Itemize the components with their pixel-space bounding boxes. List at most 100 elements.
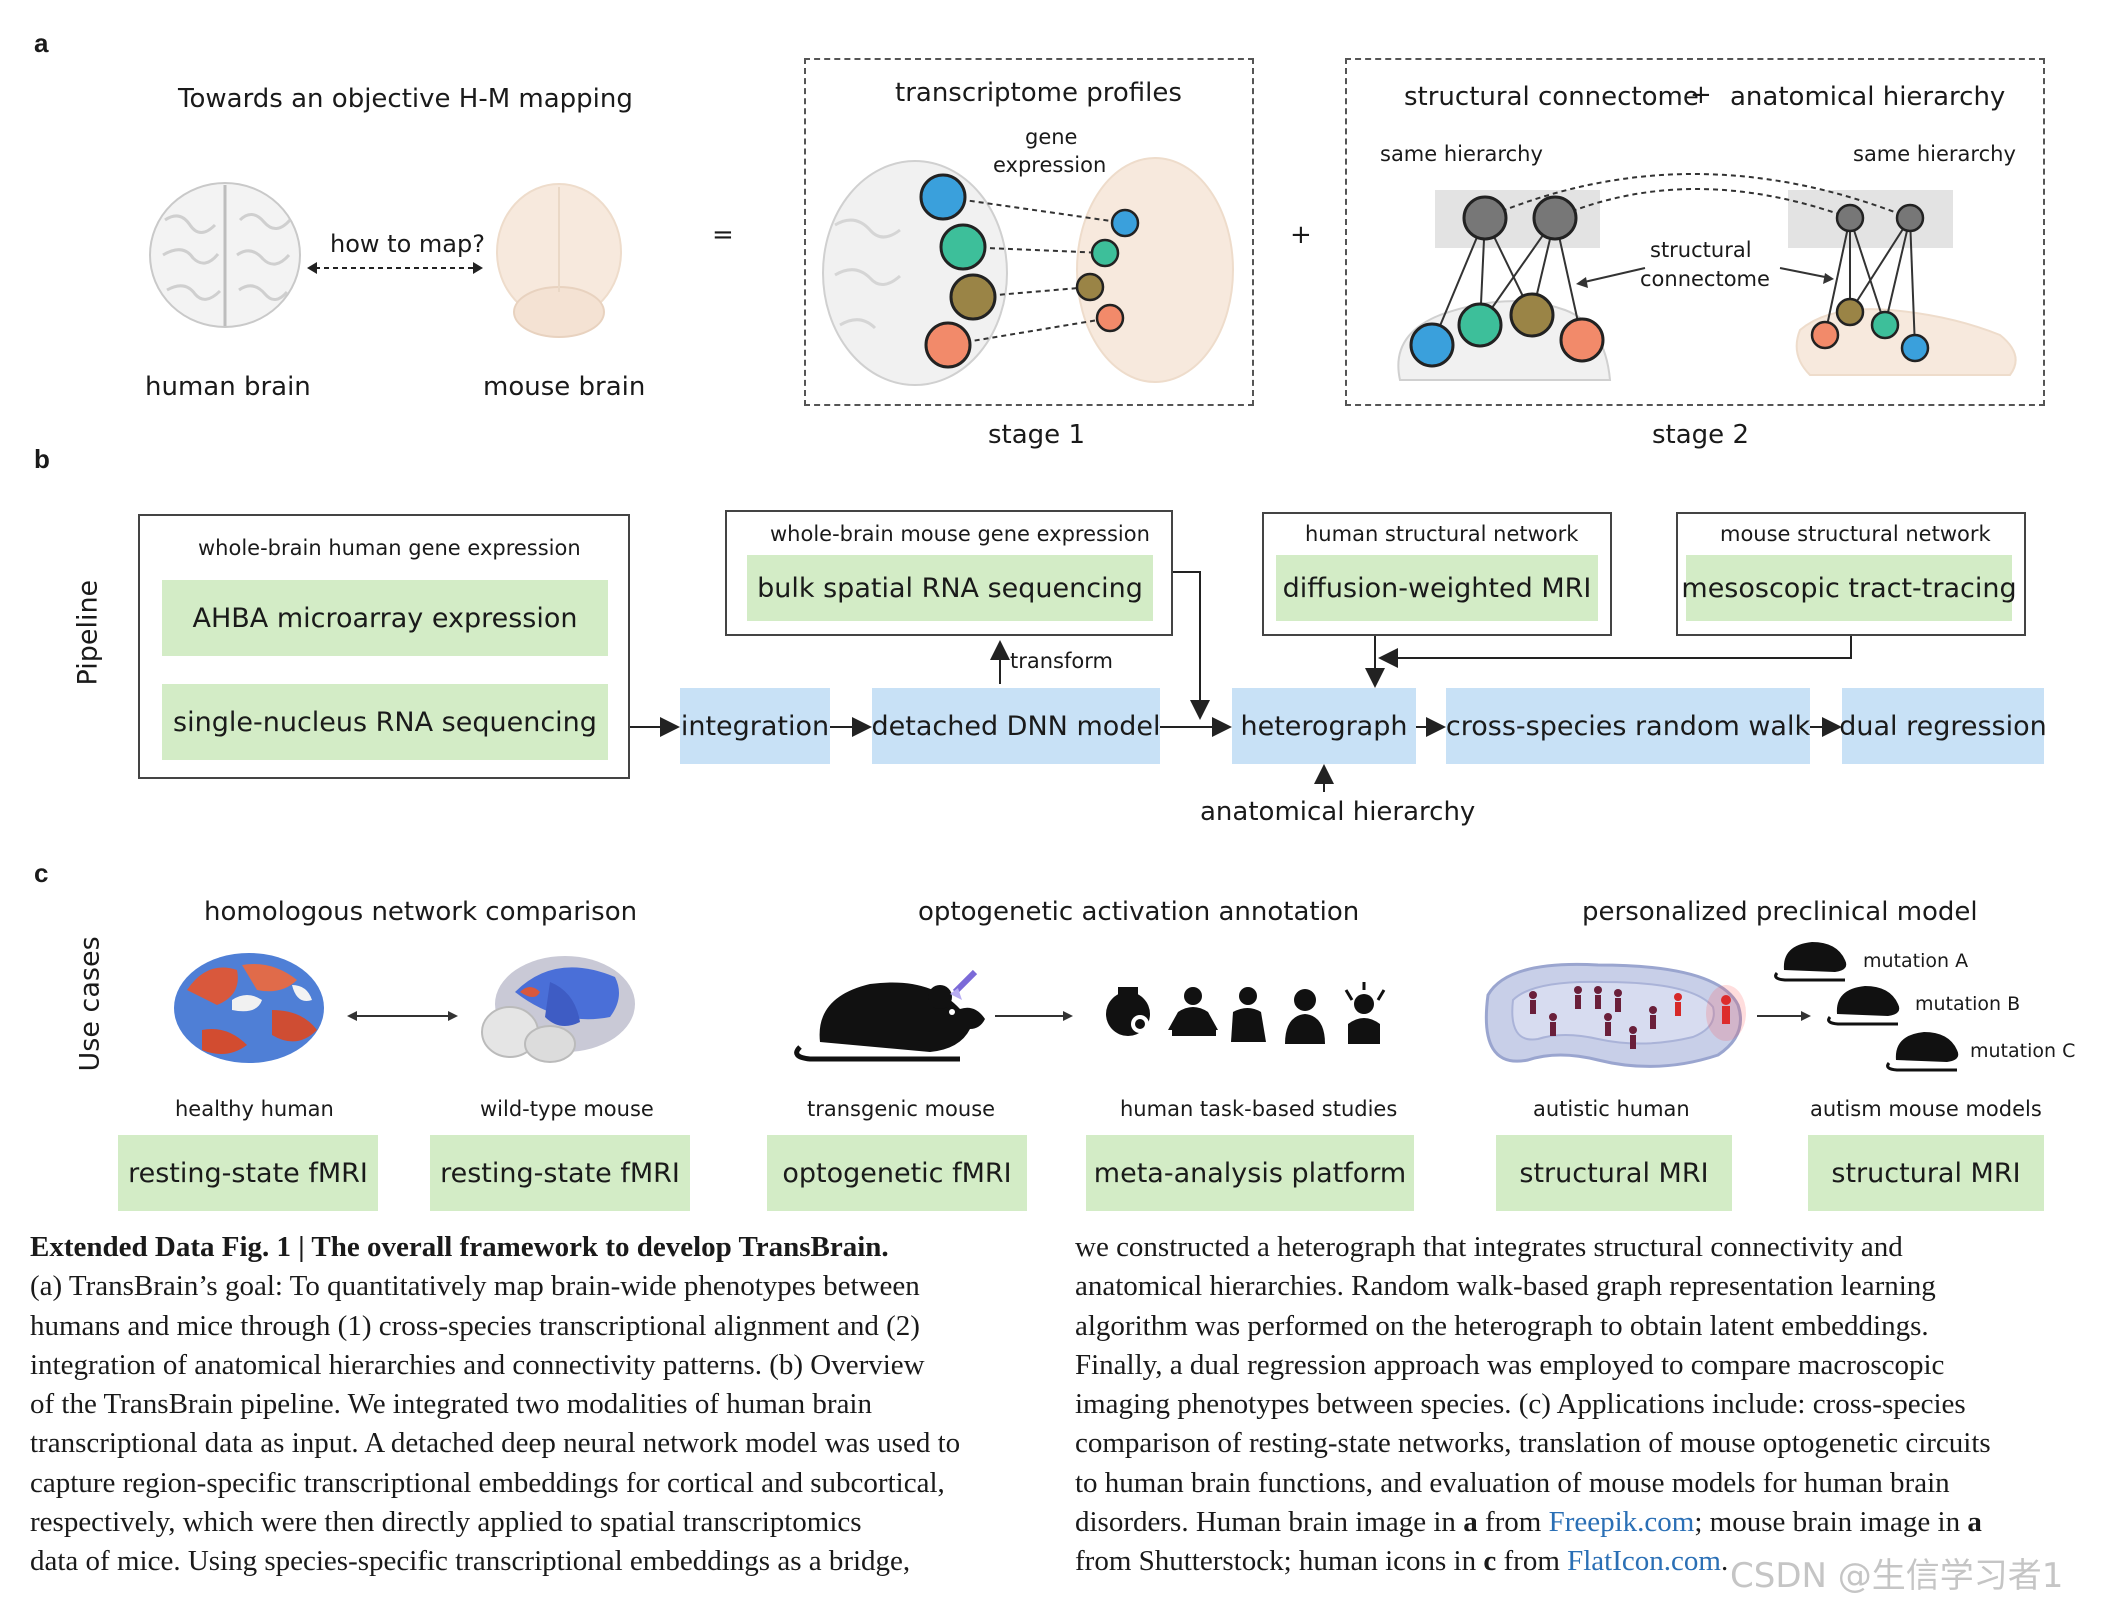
dnn-box: detached DNN model	[872, 688, 1161, 764]
same-hierarchy-left: same hierarchy	[1380, 142, 1543, 166]
group2-title: optogenetic activation annotation	[918, 897, 1360, 927]
flaticon-link[interactable]: FlatIcon.com	[1567, 1545, 1721, 1578]
caption-line: respectively, which were then directly a…	[30, 1506, 862, 1539]
equals-sign: =	[712, 220, 734, 250]
stage2-title-right: anatomical hierarchy	[1730, 82, 2006, 112]
caption-left: Extended Data Fig. 1 | The overall frame…	[30, 1228, 960, 1582]
anatomical-hierarchy-label: anatomical hierarchy	[1200, 797, 1476, 827]
caption-line: humans and mice through (1) cross-specie…	[30, 1309, 920, 1342]
mutation-b-label: mutation B	[1915, 993, 2021, 1015]
snrna-box: single-nucleus RNA sequencing	[162, 684, 608, 760]
hierarchy-node	[1835, 203, 1865, 233]
meso-box: mesoscopic tract-tracing	[1681, 555, 2017, 621]
human-node-salmon	[1559, 317, 1605, 363]
autism-mouse-models-label: autism mouse models	[1810, 1097, 2042, 1121]
plus-sign: +	[1290, 220, 1312, 250]
caption-title: Extended Data Fig. 1 | The overall frame…	[30, 1231, 889, 1263]
single-arrow-2	[1757, 1011, 1811, 1021]
caption-line-16: disorders. Human brain image in a from F…	[1075, 1503, 1991, 1542]
caption-text: a	[1967, 1506, 1982, 1539]
caption-text: .	[1720, 1545, 1729, 1578]
pray-icon	[1231, 987, 1266, 1042]
caption-line: of the TransBrain pipeline. We integrate…	[30, 1388, 872, 1421]
double-arrow	[347, 1011, 458, 1021]
stage2-title-left: structural connectome	[1404, 82, 1699, 112]
caption-line: (a) TransBrain’s goal: To quantitatively…	[30, 1270, 920, 1303]
hierarchy-node	[1895, 203, 1925, 233]
heterograph-box: heterograph	[1232, 688, 1416, 764]
caption-line: integration of anatomical hierarchies an…	[30, 1348, 925, 1381]
structural-label-1: structural	[1650, 238, 1752, 262]
freepik-link[interactable]: Freepik.com	[1548, 1506, 1695, 1539]
panel-c-letter: c	[34, 858, 49, 888]
human-network-brain-image	[174, 953, 324, 1063]
caption-line: Finally, a dual regression approach was …	[1075, 1348, 1945, 1381]
caption-line: data of mice. Using species-specific tra…	[30, 1545, 911, 1578]
wild-type-mouse-label: wild-type mouse	[480, 1097, 654, 1121]
panel-a-title: Towards an objective H-M mapping	[178, 84, 633, 114]
dwi-box: diffusion-weighted MRI	[1276, 555, 1598, 621]
resting-state-fmri-mouse-box: resting-state fMRI	[430, 1135, 690, 1211]
human-expression-title: whole-brain human gene expression	[198, 536, 581, 560]
group1-title: homologous network comparison	[204, 897, 638, 927]
human-brain-label: human brain	[145, 372, 311, 402]
watermark: CSDN @生信学习者1	[1730, 1556, 2064, 1596]
how-to-map-arrow	[307, 262, 483, 274]
stage2-title-plus: +	[1690, 80, 1712, 110]
stage1-diagram	[822, 157, 1234, 386]
task-icons	[1106, 982, 1386, 1044]
caption-line: comparison of resting-state networks, tr…	[1075, 1427, 1991, 1460]
healthy-human-label: healthy human	[175, 1097, 334, 1121]
human-brain-image	[149, 182, 301, 328]
caption-text: disorders. Human brain image in	[1075, 1506, 1464, 1539]
caption-line-17: from Shutterstock; human icons in c from…	[1075, 1542, 1991, 1581]
stage2-box	[1345, 58, 2045, 406]
caption-text: c	[1483, 1545, 1497, 1578]
pipeline-arrows	[630, 571, 1852, 792]
caption-text: from	[1477, 1506, 1549, 1539]
mouse-node-teal	[1090, 238, 1120, 268]
autistic-human-image	[1484, 962, 1746, 1068]
mouse-icon-b	[1827, 986, 1900, 1026]
caption-text: a	[1463, 1506, 1478, 1539]
hierarchy-node	[1462, 195, 1508, 241]
optogenetic-fmri-box: optogenetic fMRI	[767, 1135, 1027, 1211]
stage1-label: stage 1	[988, 420, 1085, 450]
resting-state-fmri-human-box: resting-state fMRI	[118, 1135, 378, 1211]
transform-label: transform	[1010, 649, 1113, 673]
caption-line: algorithm was performed on the heterogra…	[1075, 1309, 1929, 1342]
stage1-title: transcriptome profiles	[895, 78, 1182, 108]
group3-title: personalized preclinical model	[1582, 897, 1978, 927]
ahba-box: AHBA microarray expression	[162, 580, 608, 656]
caption-line: imaging phenotypes between species. (c) …	[1075, 1388, 1966, 1421]
task-studies-label: human task-based studies	[1120, 1097, 1398, 1121]
hierarchy-node	[1532, 195, 1578, 241]
integration-box: integration	[680, 688, 830, 764]
mouse-structural-title: mouse structural network	[1720, 522, 1991, 546]
mouse-node-blue	[1110, 208, 1140, 238]
caption-line: we constructed a heterograph that integr…	[1075, 1231, 1903, 1263]
mouse-brain-image	[496, 183, 622, 338]
how-to-map-label: how to map?	[330, 230, 485, 258]
transgenic-mouse-icon	[794, 969, 985, 1062]
meditation-icon	[1168, 987, 1218, 1036]
caption-line: to human brain functions, and evaluation…	[1075, 1466, 1950, 1499]
dual-regression-box: dual regression	[1839, 688, 2047, 764]
caption-right: we constructed a heterograph that integr…	[1075, 1228, 1991, 1582]
mouse-node-olive	[1835, 297, 1865, 327]
structural-mri-human-box: structural MRI	[1496, 1135, 1732, 1211]
stage2-label: stage 2	[1652, 420, 1749, 450]
meta-analysis-platform-box: meta-analysis platform	[1086, 1135, 1414, 1211]
panel-a-letter: a	[34, 28, 49, 58]
structural-mri-mouse-box: structural MRI	[1808, 1135, 2044, 1211]
panel-b-letter: b	[34, 444, 50, 474]
mouse-node-blue	[1900, 333, 1930, 363]
caption-text: from	[1496, 1545, 1568, 1578]
autistic-human-label: autistic human	[1533, 1097, 1690, 1121]
human-node-teal	[939, 223, 987, 271]
caption-line: transcriptional data as input. A detache…	[30, 1427, 961, 1460]
gene-expression-label-2: expression	[993, 153, 1107, 177]
mouse-network-brain-image	[481, 956, 635, 1063]
single-arrow	[995, 1011, 1073, 1021]
stress-icon	[1344, 982, 1386, 1044]
